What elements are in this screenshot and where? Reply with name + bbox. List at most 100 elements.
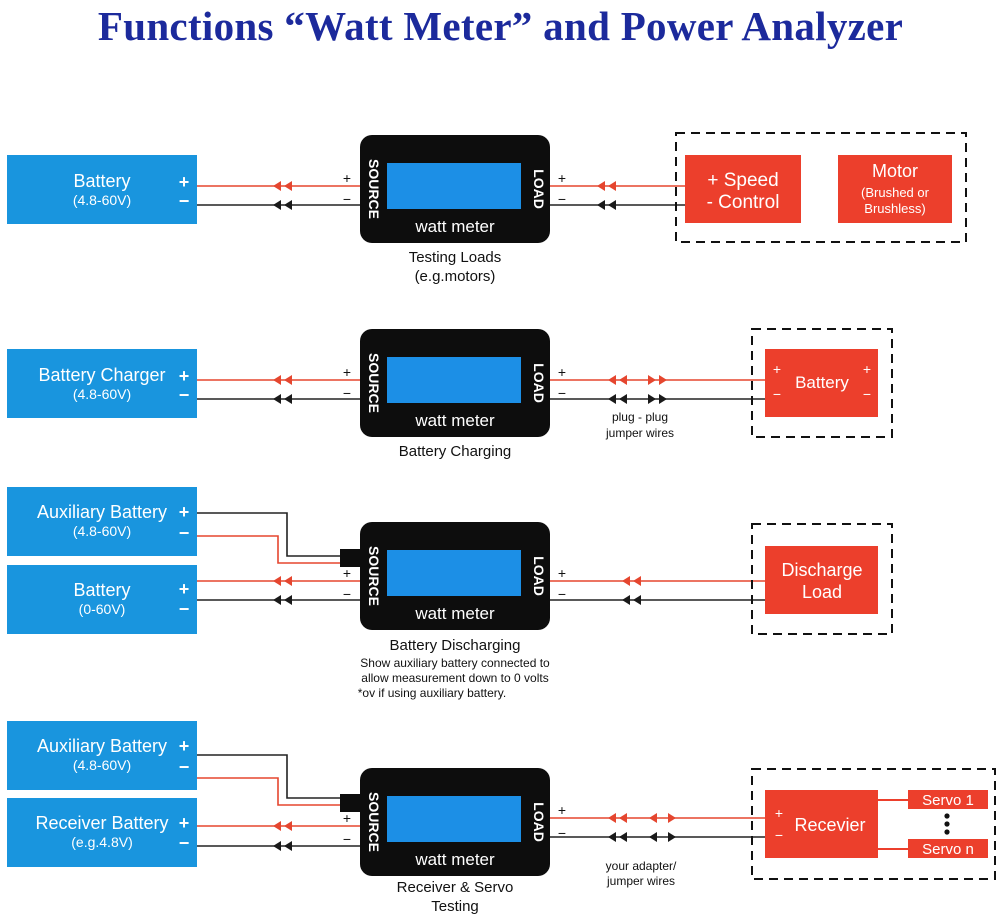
minus-terminal: −	[179, 191, 190, 211]
battery-box	[7, 565, 197, 634]
arrow-left-icon	[633, 576, 641, 586]
aux-negative-wire	[197, 512, 345, 557]
adapter-note-line1: your adapter/	[606, 859, 677, 873]
source-label: SOURCE	[366, 546, 382, 606]
load-plus: +	[558, 170, 566, 186]
battery-range: (0-60V)	[79, 601, 126, 617]
caption: Testing Loads	[409, 249, 502, 266]
servo-n-label: Servo n	[922, 841, 974, 858]
source-plus: +	[343, 170, 351, 186]
arrow-left-icon	[608, 832, 616, 842]
arrow-left-icon	[284, 375, 292, 385]
arrow-left-icon	[619, 375, 627, 385]
arrow-right-icon	[668, 832, 676, 842]
auxiliary-battery-range: (4.8-60V)	[73, 757, 131, 773]
caption-sub: (e.g.motors)	[415, 268, 496, 285]
screen-label: watt meter	[414, 604, 495, 623]
ellipsis-dot	[944, 813, 950, 819]
minus-terminal: −	[179, 833, 190, 853]
battery-box	[7, 155, 197, 224]
caption: Receiver & Servo	[397, 879, 514, 896]
source-label: SOURCE	[366, 792, 382, 852]
watt-meter: SOURCE LOAD watt meter	[360, 329, 550, 437]
note-line1: Show auxiliary battery connected to	[360, 656, 550, 670]
arrow-left-icon	[284, 181, 292, 191]
plus-terminal: +	[179, 366, 190, 386]
arrow-left-icon	[284, 576, 292, 586]
aux-positive-wire	[197, 535, 345, 564]
battery-load-plus: +	[773, 361, 781, 377]
load-group-border	[751, 328, 893, 438]
aux-connector	[340, 794, 360, 812]
arrow-left-icon	[608, 200, 616, 210]
source-label: SOURCE	[366, 159, 382, 219]
load-label: LOAD	[531, 556, 547, 596]
load-label: LOAD	[531, 802, 547, 842]
servo-1-label: Servo 1	[922, 792, 974, 809]
auxiliary-battery-box	[7, 487, 197, 556]
jumper-note-line1: plug - plug	[612, 410, 668, 424]
arrow-left-icon	[608, 394, 616, 404]
receiver-label: Recevier	[794, 815, 865, 835]
jumper-note-line2: jumper wires	[605, 426, 674, 440]
watt-meter: SOURCE LOAD watt meter	[360, 135, 550, 243]
speed-control-line2: - Control	[707, 192, 780, 213]
receiver-battery-box	[7, 798, 197, 867]
caption: Battery Charging	[399, 443, 512, 460]
arrow-right-icon	[659, 394, 667, 404]
load-plus: +	[558, 565, 566, 581]
receiver-box	[765, 790, 878, 858]
screen-label: watt meter	[414, 411, 495, 430]
source-plus: +	[343, 565, 351, 581]
arrow-left-icon	[633, 595, 641, 605]
receiver-minus: −	[775, 827, 783, 843]
arrow-left-icon	[284, 595, 292, 605]
load-minus: −	[558, 385, 566, 401]
aux-connector	[340, 549, 360, 567]
battery-load-label: Battery	[795, 373, 849, 392]
source-minus: −	[343, 831, 351, 847]
battery-label: Battery	[73, 580, 130, 600]
speed-control-box	[685, 155, 801, 223]
discharge-load-box	[765, 546, 878, 614]
screen-label: watt meter	[414, 850, 495, 869]
auxiliary-battery-label: Auxiliary Battery	[37, 502, 167, 522]
arrow-left-icon	[273, 595, 281, 605]
battery-load-box	[765, 349, 878, 417]
arrow-left-icon	[284, 394, 292, 404]
auxiliary-battery-label: Auxiliary Battery	[37, 736, 167, 756]
arrow-left-icon	[622, 576, 630, 586]
arrow-left-icon	[273, 821, 281, 831]
panel-battery-charging: Battery Charger (4.8-60V) + − + − SOURCE…	[7, 328, 893, 460]
arrow-left-icon	[273, 181, 281, 191]
source-plus: +	[343, 364, 351, 380]
source-minus: −	[343, 385, 351, 401]
plus-terminal: +	[179, 813, 190, 833]
plus-terminal: +	[179, 502, 190, 522]
panel-battery-discharging: Auxiliary Battery (4.8-60V) + − Battery …	[7, 487, 893, 700]
receiver-plus: +	[775, 805, 783, 821]
arrow-left-icon	[622, 595, 630, 605]
arrow-left-icon	[608, 375, 616, 385]
load-group-border	[751, 523, 893, 635]
battery-load-plus: +	[863, 361, 871, 377]
auxiliary-battery-box	[7, 721, 197, 790]
source-minus: −	[343, 191, 351, 207]
screen-label: watt meter	[414, 217, 495, 236]
page-title: Functions “Watt Meter” and Power Analyze…	[97, 3, 904, 49]
load-minus: −	[558, 191, 566, 207]
arrow-left-icon	[273, 841, 281, 851]
load-plus: +	[558, 802, 566, 818]
plus-terminal: +	[179, 579, 190, 599]
load-label: LOAD	[531, 363, 547, 403]
arrow-left-icon	[649, 832, 657, 842]
arrow-left-icon	[284, 200, 292, 210]
arrow-left-icon	[284, 841, 292, 851]
aux-negative-wire	[197, 754, 345, 799]
battery-range: (4.8-60V)	[73, 192, 131, 208]
aux-positive-wire	[197, 777, 345, 806]
arrow-left-icon	[619, 832, 627, 842]
minus-terminal: −	[179, 757, 190, 777]
load-group-border	[751, 768, 996, 880]
arrow-left-icon	[619, 813, 627, 823]
